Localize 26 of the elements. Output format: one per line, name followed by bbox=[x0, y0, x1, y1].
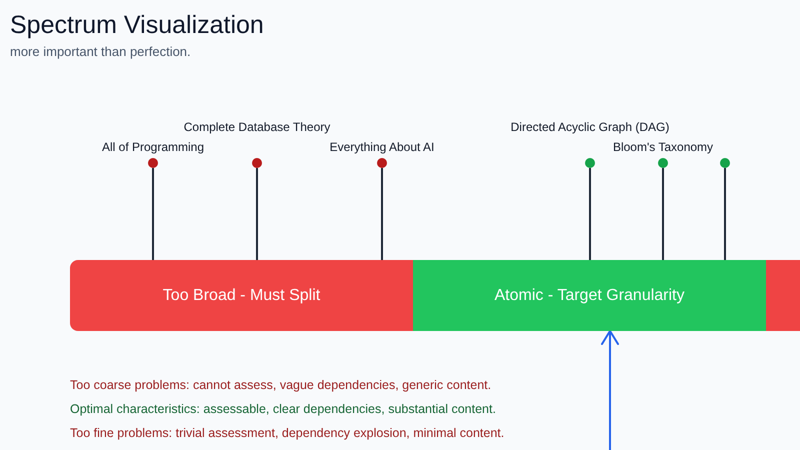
subtitle: more important than perfection. bbox=[10, 44, 191, 59]
marker-dot bbox=[658, 158, 668, 168]
marker-label: Everything About AI bbox=[330, 140, 434, 154]
title: Spectrum Visualization bbox=[10, 10, 264, 41]
marker-dot bbox=[252, 158, 262, 168]
marker-label: Complete Database Theory bbox=[184, 120, 330, 134]
note-text: Too coarse problems: cannot assess, vague dependencies, generic content. bbox=[70, 378, 492, 393]
spectrum-segment bbox=[766, 260, 800, 331]
marker-dot bbox=[720, 158, 730, 168]
marker-dot bbox=[377, 158, 387, 168]
marker-label: All of Programming bbox=[102, 140, 204, 154]
stem-line bbox=[256, 168, 258, 260]
stem-line bbox=[724, 168, 726, 260]
stem-line bbox=[152, 168, 154, 260]
spectrum-segment: Too Broad - Must Split bbox=[70, 260, 413, 331]
marker-dot bbox=[585, 158, 595, 168]
stem-line bbox=[589, 168, 591, 260]
spectrum-segment: Atomic - Target Granularity bbox=[413, 260, 766, 331]
stem-line bbox=[662, 168, 664, 260]
note-text: Optimal characteristics: assessable, clear dependencies, substantial content. bbox=[70, 402, 496, 417]
pointer-arrow bbox=[601, 330, 619, 450]
marker-dot bbox=[148, 158, 158, 168]
stem-line bbox=[381, 168, 383, 260]
marker-label: Bloom's Taxonomy bbox=[612, 140, 714, 154]
marker-label: Directed Acyclic Graph (DAG) bbox=[510, 120, 670, 134]
note-text: Too fine problems: trivial assessment, dependency explosion, minimal content. bbox=[70, 426, 504, 441]
